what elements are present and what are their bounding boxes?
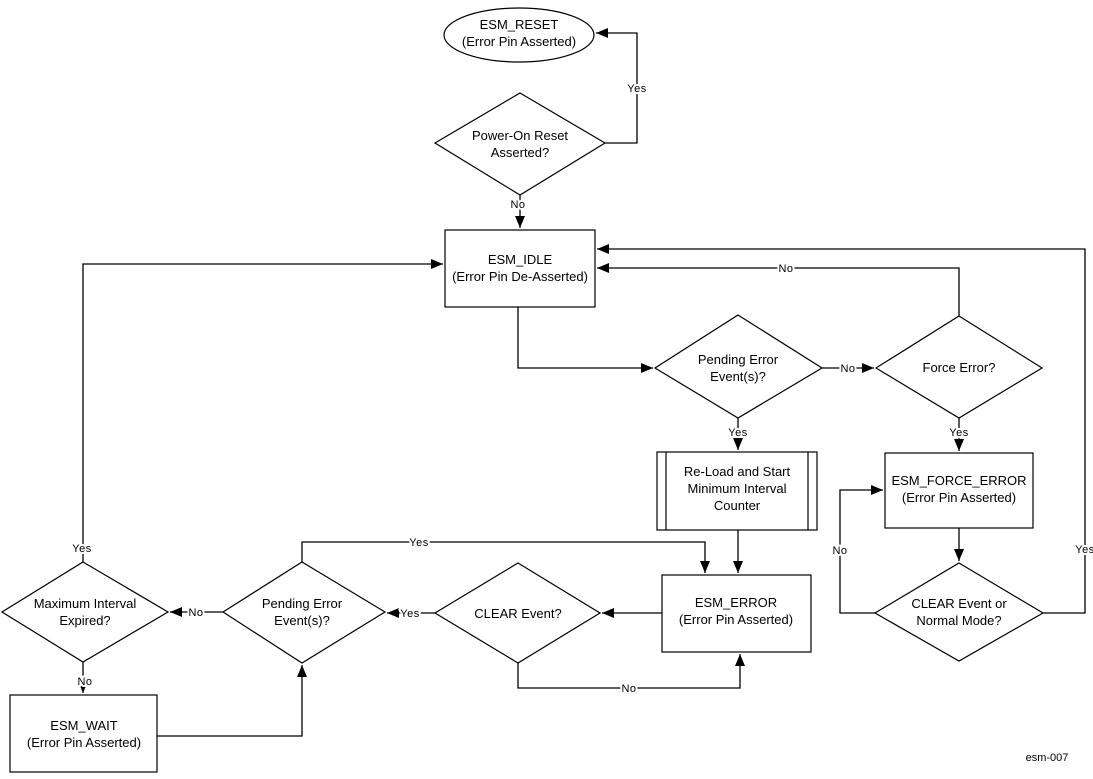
esm-wait-label-line2: (Error Pin Asserted) xyxy=(27,735,141,750)
edge-pending-lower-yes xyxy=(301,541,710,573)
edge-label-max-interval-no: No xyxy=(77,676,92,688)
decision-clear-event xyxy=(433,562,602,664)
edge-max-interval-yes xyxy=(82,259,443,562)
power-on-reset-label-line1: Power-On Reset xyxy=(472,128,568,143)
node-esm-error xyxy=(661,574,812,653)
edge-power-on-yes xyxy=(596,28,638,144)
esm-force-error-label-line2: (Error Pin Asserted) xyxy=(902,490,1016,505)
reload-counter-label-line2: Minimum Interval xyxy=(688,481,787,496)
max-interval-label-line2: Expired? xyxy=(59,613,110,628)
esm-idle-label-line2: (Error Pin De-Asserted) xyxy=(452,269,588,284)
reload-counter-label-line1: Re-Load and Start xyxy=(684,464,791,479)
edge-clear-or-normal-yes xyxy=(597,244,1086,614)
pending-error-upper-label-line2: Event(s)? xyxy=(710,369,766,384)
edge-force-error-no xyxy=(597,263,960,316)
esm-force-error-label-line1: ESM_FORCE_ERROR xyxy=(891,473,1026,488)
reload-counter-label-line3: Counter xyxy=(714,498,761,513)
node-esm-idle xyxy=(444,229,596,308)
edge-label-force-error-no: No xyxy=(778,263,793,275)
edge-label-clear-or-normal-yes: Yes xyxy=(1075,544,1093,556)
edge-label-power-on-yes: Yes xyxy=(627,83,646,95)
clear-or-normal-label-line2: Normal Mode? xyxy=(916,613,1001,628)
edge-clear-event-no xyxy=(517,654,745,689)
edge-label-pending-upper-no: No xyxy=(840,363,855,375)
edge-label-pending-lower-yes: Yes xyxy=(409,537,428,549)
edge-label-pending-upper-yes: Yes xyxy=(728,427,747,439)
decision-pending-error-upper xyxy=(653,314,824,419)
node-esm-force-error xyxy=(884,452,1034,529)
pending-error-upper-label-line1: Pending Error xyxy=(698,352,779,367)
force-error-label: Force Error? xyxy=(923,360,996,375)
clear-or-normal-label-line1: CLEAR Event or xyxy=(911,596,1007,611)
esm-reset-label-line1: ESM_RESET xyxy=(480,17,559,32)
esm-wait-label-line1: ESM_WAIT xyxy=(50,718,117,733)
edge-label-max-interval-yes: Yes xyxy=(72,543,91,555)
decision-power-on-reset xyxy=(433,92,607,196)
edge-wait-to-pending xyxy=(157,665,307,737)
decision-max-interval xyxy=(0,561,170,663)
node-esm-reset xyxy=(443,7,595,63)
max-interval-label-line1: Maximum Interval xyxy=(34,596,137,611)
edge-label-power-on-no: No xyxy=(510,199,525,211)
edge-label-force-error-yes: Yes xyxy=(949,427,968,439)
edge-clear-or-normal-no xyxy=(839,485,883,614)
decision-clear-or-normal xyxy=(873,562,1045,662)
esm-reset-label-line2: (Error Pin Asserted) xyxy=(462,34,576,49)
esm-error-label-line2: (Error Pin Asserted) xyxy=(679,612,793,627)
edge-label-pending-lower-no: No xyxy=(188,607,203,619)
node-reload-counter xyxy=(656,451,818,531)
figure-id-label: esm-007 xyxy=(1026,752,1069,764)
node-esm-wait xyxy=(9,694,158,773)
pending-error-lower-label-line1: Pending Error xyxy=(262,596,343,611)
esm-idle-label-line1: ESM_IDLE xyxy=(488,252,553,267)
decision-pending-error-lower xyxy=(221,561,387,664)
clear-event-label: CLEAR Event? xyxy=(474,606,561,621)
power-on-reset-label-line2: Asserted? xyxy=(491,145,550,160)
edge-label-clear-event-yes: Yes xyxy=(400,608,419,620)
edge-label-clear-or-normal-no: No xyxy=(832,545,847,557)
edge-idle-to-pending xyxy=(517,307,653,373)
decision-force-error xyxy=(874,315,1044,419)
pending-error-lower-label-line2: Event(s)? xyxy=(274,613,330,628)
edge-label-clear-event-no: No xyxy=(621,683,636,695)
esm-error-label-line1: ESM_ERROR xyxy=(695,595,777,610)
